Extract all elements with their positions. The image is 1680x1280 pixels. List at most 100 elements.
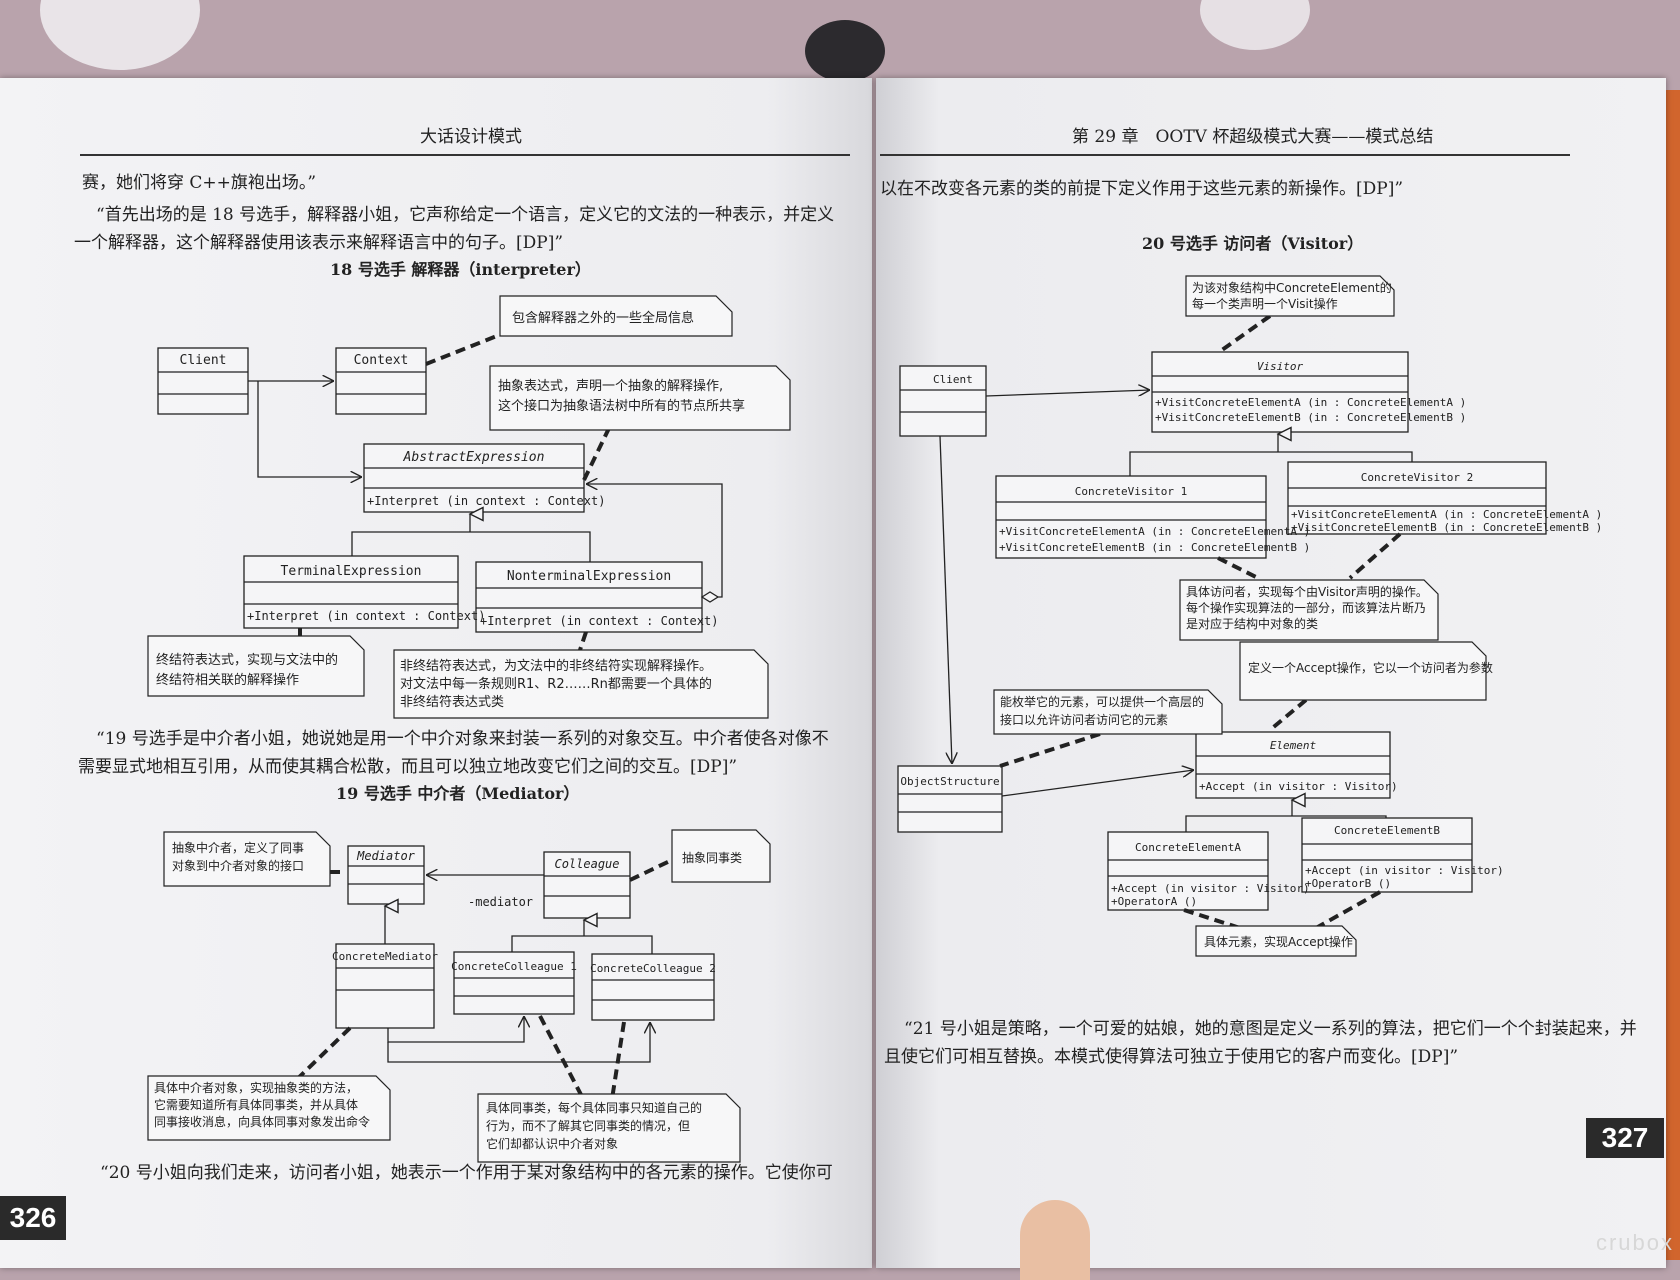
context-class-box: [335, 347, 427, 415]
concrete-element-a-operation-2: +OperatorA (): [1111, 895, 1197, 908]
visitor-operation-1: +VisitConcreteElementA (in : ConcreteEle…: [1155, 396, 1466, 409]
abstract-expression-class-name: AbstractExpression: [403, 450, 545, 465]
left-paragraph-2-line-2: 一个解释器，这个解释器使用该表示来解释语言中的句子。[DP]”: [74, 233, 564, 253]
terminal-expression-operation: +Interpret (in context : Context): [247, 609, 485, 623]
note-element: 定义一个Accept操作，它以一个访问者为参数: [1248, 660, 1493, 675]
concrete-colleague-2-class-box: [591, 953, 715, 1021]
element-operation: +Accept (in visitor : Visitor): [1199, 780, 1398, 793]
visitor-client-class-box: [899, 365, 987, 437]
left-paragraph-2-line-1: “首先出场的是 18 号选手，解释器小姐，它声称给定一个语言，定义它的文法的一种…: [96, 205, 835, 225]
note-nonterminal-line-3: 非终结符表达式类: [400, 694, 504, 710]
note-abstract-line-1: 抽象表达式，声明一个抽象的解释操作,: [498, 378, 723, 394]
note-concrete-visitor-line-3: 是对应于结构中对象的类: [1186, 616, 1318, 631]
note-concrete-mediator-line-3: 同事接收消息，向具体同事对象发出命令: [154, 1114, 370, 1129]
visitor-class-box: [1151, 351, 1409, 433]
note-nonterminal-line-1: 非终结符表达式，为文法中的非终结符实现解释操作。: [400, 658, 712, 674]
note-abstract-line-2: 这个接口为抽象语法树中所有的节点所共享: [498, 398, 745, 414]
note-object-structure-line-1: 能枚举它的元素，可以提供一个高层的: [1000, 694, 1204, 709]
note-context: 包含解释器之外的一些全局信息: [512, 310, 694, 326]
book-cover-edge: [1664, 90, 1680, 1260]
right-running-header: 第 29 章 OOTV 杯超级模式大赛——模式总结: [1072, 127, 1434, 147]
note-concrete-colleague-line-2: 行为，而不了解其它同事类的情况，但: [486, 1118, 690, 1133]
note-colleague: 抽象同事类: [682, 851, 742, 865]
visitor-client-class-name: Client: [933, 373, 973, 386]
left-paragraph-3-line-2: 需要显式地相互引用，从而使其耦合松散，而且可以独立地改变它们之间的交互。[DP]…: [78, 757, 738, 777]
note-terminal-line-1: 终结符表达式，实现与文法中的: [156, 652, 338, 668]
right-paragraph-1: 以在不改变各元素的类的前提下定义作用于这些元素的新操作。[DP]”: [880, 179, 1404, 199]
note-visitor-line-2: 每一个类声明一个Visit操作: [1192, 296, 1338, 311]
mediator-class-name: Mediator: [356, 849, 416, 863]
context-class-name: Context: [354, 353, 409, 368]
right-paragraph-2-line-1: “21 号小姐是策略，一个可爱的姑娘，她的意图是定义一系列的算法，把它们一个个封…: [904, 1019, 1637, 1039]
watermark: crubox: [1595, 1230, 1674, 1255]
concrete-visitor-2-operation-2: +VisitConcreteElementB (in : ConcreteEle…: [1291, 521, 1602, 534]
note-visitor-line-1: 为该对象结构中ConcreteElement的: [1192, 280, 1392, 295]
concrete-mediator-class-name: ConcreteMediator: [332, 950, 438, 963]
object-structure-class-name: ObjectStructure: [900, 775, 999, 788]
mediator-diagram: Mediator Colleague -mediator ConcreteMed…: [147, 829, 771, 1163]
note-concrete-mediator-line-1: 具体中介者对象，实现抽象类的方法，: [154, 1080, 358, 1095]
background-dot: [805, 20, 885, 82]
concrete-element-b-operation-2: +OperatorB (): [1305, 877, 1391, 890]
nonterminal-expression-class-box: [475, 561, 703, 633]
left-paragraph-4: “20 号小姐向我们走来，访问者小姐，她表示一个作用于某对象结构中的各元素的操作…: [100, 1163, 833, 1183]
concrete-colleague-1-class-box: [453, 951, 575, 1015]
element-class-name: Element: [1270, 739, 1317, 752]
concrete-visitor-1-class-name: ConcreteVisitor 1: [1075, 485, 1188, 498]
note-concrete-colleague-line-3: 它们却都认识中介者对象: [486, 1136, 618, 1151]
left-page-number: 326: [0, 1196, 66, 1240]
mediator-association-label: -mediator: [468, 895, 533, 909]
concrete-colleague-2-class-name: ConcreteColleague 2: [590, 962, 716, 975]
note-mediator-line-2: 对象到中介者对象的接口: [172, 858, 304, 873]
concrete-visitor-2-class-box: [1287, 461, 1547, 535]
concrete-visitor-2-class-name: ConcreteVisitor 2: [1361, 471, 1474, 484]
interpreter-diagram: Client Context AbstractExpression +Inter…: [147, 295, 791, 719]
colleague-class-name: Colleague: [554, 857, 619, 871]
concrete-visitor-1-operation-2: +VisitConcreteElementB (in : ConcreteEle…: [999, 541, 1310, 554]
visitor-class-name: Visitor: [1257, 360, 1304, 373]
concrete-element-b-class-name: ConcreteElementB: [1334, 824, 1440, 837]
concrete-visitor-2-operation-1: +VisitConcreteElementA (in : ConcreteEle…: [1291, 508, 1602, 521]
note-mediator-line-1: 抽象中介者，定义了同事: [172, 840, 304, 855]
concrete-element-b-class-box: [1301, 817, 1473, 893]
left-header-rule: [80, 154, 850, 156]
terminal-expression-class-name: TerminalExpression: [281, 564, 422, 579]
client-class-box: [157, 347, 249, 415]
note-concrete-element: 具体元素，实现Accept操作: [1204, 934, 1353, 949]
left-paragraph-1: 赛，她们将穿 C++旗袍出场。”: [82, 173, 317, 193]
nonterminal-expression-operation: +Interpret (in context : Context): [480, 614, 718, 628]
note-concrete-visitor-line-1: 具体访问者，实现每个由Visitor声明的操作。: [1186, 584, 1428, 599]
left-running-header: 大话设计模式: [420, 127, 522, 147]
mediator-class-box: [347, 845, 425, 905]
concrete-colleague-1-class-name: ConcreteColleague 1: [451, 960, 577, 973]
colleague-class-box: [543, 851, 631, 919]
note-nonterminal-line-2: 对文法中每一条规则R1、R2……Rn都需要一个具体的: [400, 676, 712, 692]
right-page-number: 327: [1586, 1118, 1664, 1158]
interpreter-title: 18 号选手 解释器（interpreter）: [330, 260, 591, 279]
note-concrete-colleague-line-1: 具体同事类，每个具体同事只知道自己的: [486, 1100, 702, 1115]
note-terminal-line-2: 终结符相关联的解释操作: [156, 672, 299, 688]
client-class-name: Client: [180, 353, 227, 368]
thumb: [1020, 1200, 1090, 1280]
abstract-expression-operation: +Interpret (in context : Context): [367, 494, 605, 508]
mediator-title: 19 号选手 中介者（Mediator）: [336, 784, 580, 803]
note-concrete-mediator-line-2: 它需要知道所有具体同事类，并从具体: [154, 1097, 358, 1112]
concrete-visitor-1-operation-1: +VisitConcreteElementA (in : ConcreteEle…: [999, 525, 1310, 538]
concrete-mediator-class-box: [335, 943, 435, 1029]
concrete-element-a-class-box: [1107, 831, 1269, 911]
visitor-operation-2: +VisitConcreteElementB (in : ConcreteEle…: [1155, 411, 1466, 424]
right-header-rule: [880, 154, 1570, 156]
concrete-visitor-1-class-box: [995, 475, 1267, 559]
terminal-expression-class-box: [243, 555, 459, 629]
nonterminal-expression-class-name: NonterminalExpression: [507, 569, 671, 584]
note-object-structure-line-2: 接口以允许访问者访问它的元素: [1000, 712, 1168, 727]
note-concrete-visitor-line-2: 每个操作实现算法的一部分，而该算法片断乃: [1186, 600, 1426, 615]
concrete-element-a-class-name: ConcreteElementA: [1135, 841, 1241, 854]
object-structure-class-box: [897, 765, 1003, 833]
concrete-element-b-operation-1: +Accept (in visitor : Visitor): [1305, 864, 1504, 877]
left-paragraph-3-line-1: “19 号选手是中介者小姐，她说她是用一个中介对象来封装一系列的对象交互。中介者…: [96, 729, 829, 749]
abstract-expression-class-box: [363, 443, 585, 513]
visitor-title: 20 号选手 访问者（Visitor）: [1142, 234, 1364, 253]
right-paragraph-2-line-2: 且使它们可相互替换。本模式使得算法可独立于使用它的客户而变化。[DP]”: [884, 1047, 1459, 1067]
